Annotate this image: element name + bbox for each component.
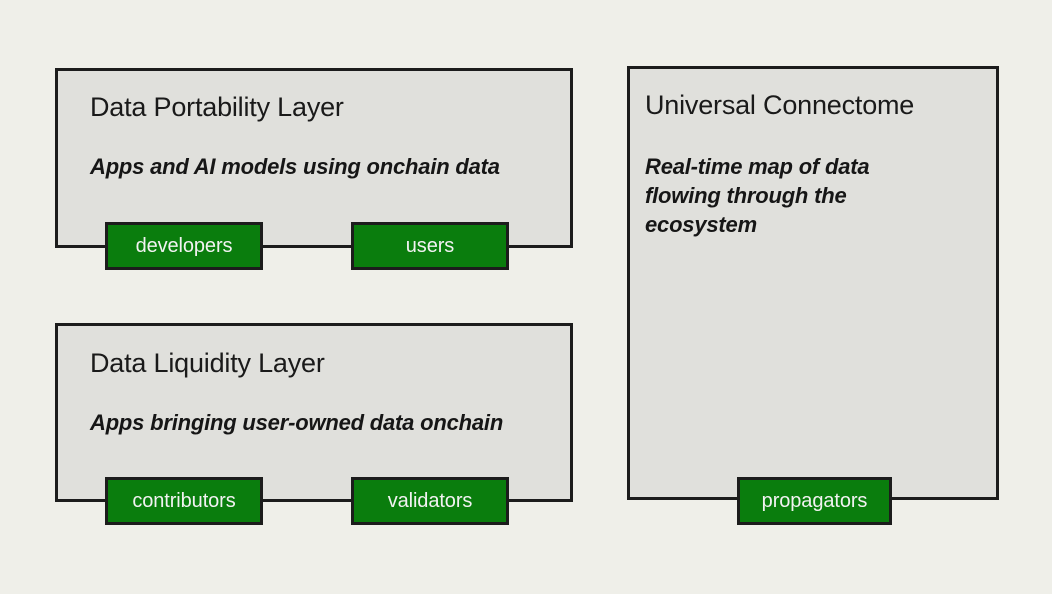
panel-data-liquidity-layer[interactable] [55, 323, 573, 502]
chip-contributors[interactable]: contributors [105, 477, 263, 525]
panel-universal-connectome[interactable] [627, 66, 999, 500]
panel-subtitle-data-portability-layer: Apps and AI models using onchain data [90, 154, 500, 179]
chip-propagators[interactable]: propagators [737, 477, 892, 525]
panel-subtitle-data-liquidity-layer: Apps bringing user-owned data onchain [90, 410, 504, 435]
panel-title-data-liquidity-layer: Data Liquidity Layer [90, 348, 325, 378]
panel-title-universal-connectome: Universal Connectome [645, 90, 915, 120]
panel-subtitle-universal-connectome: Real-time map of data flowing through th… [645, 154, 870, 237]
chip-validators[interactable]: validators [351, 477, 509, 525]
panel-title-data-portability-layer: Data Portability Layer [90, 92, 344, 122]
chip-developers[interactable]: developers [105, 222, 263, 270]
chip-users[interactable]: users [351, 222, 509, 270]
panel-data-portability-layer[interactable] [55, 68, 573, 248]
